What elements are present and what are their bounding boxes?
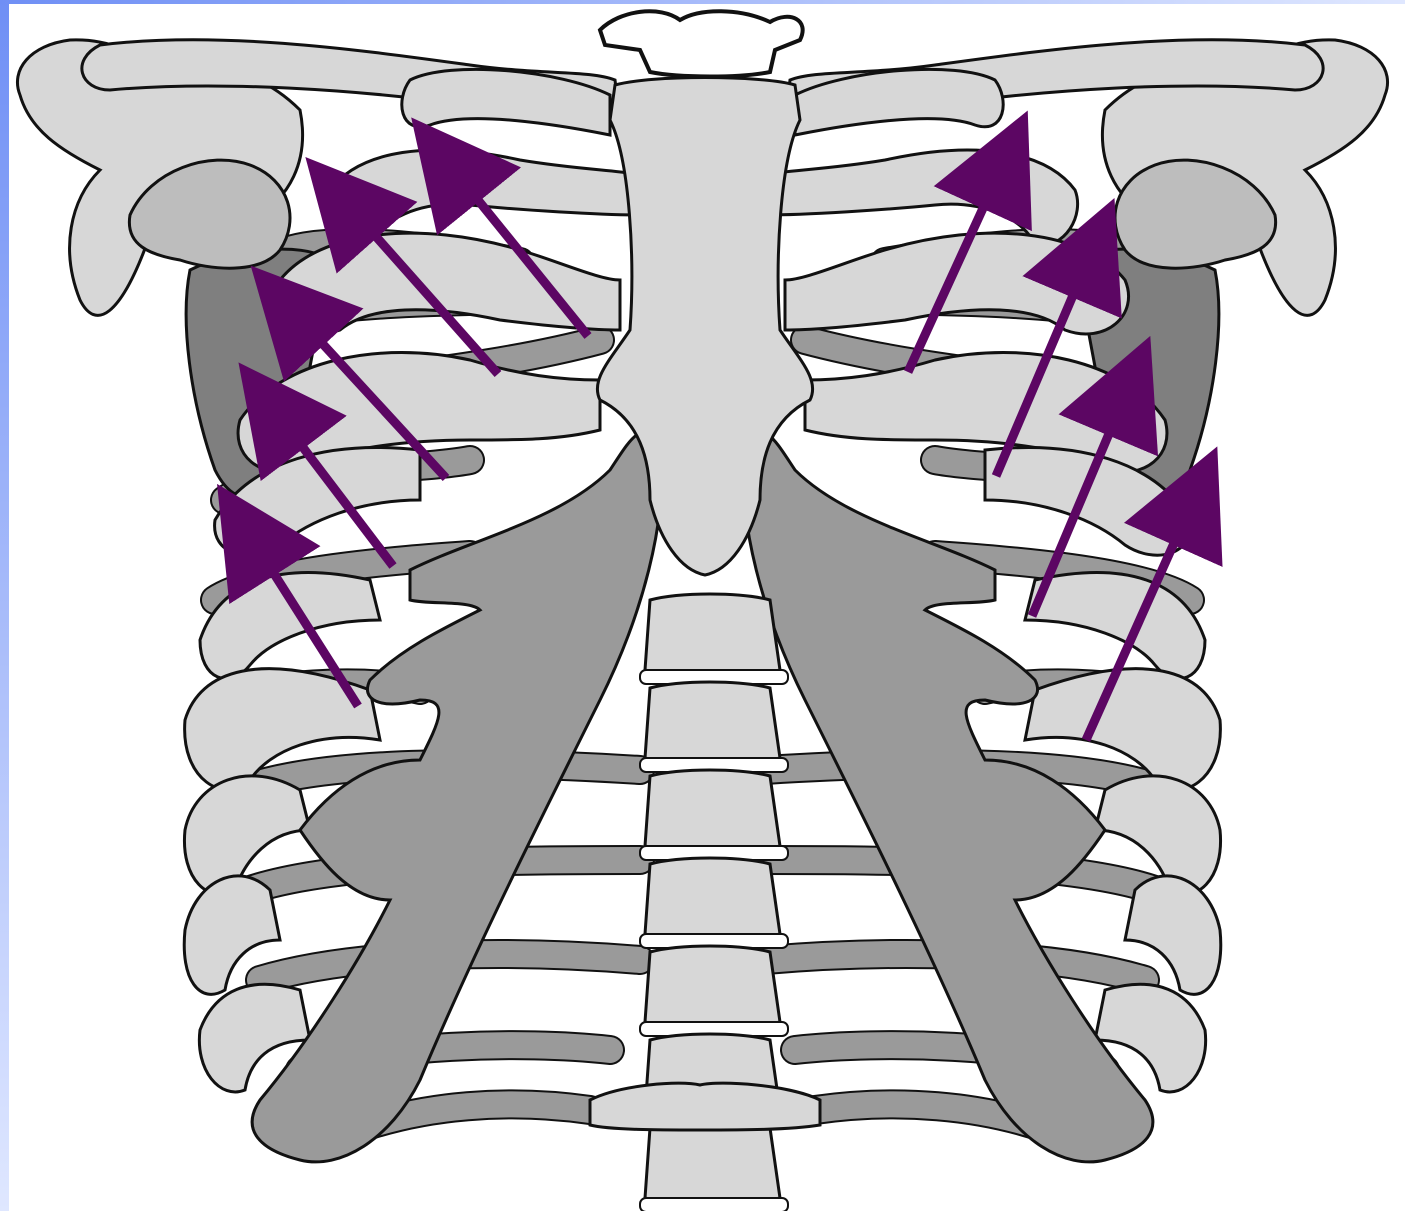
anterior-rib <box>765 150 1078 245</box>
vertebra <box>645 946 780 1030</box>
vertebra <box>645 1122 780 1206</box>
vertebra <box>645 594 780 678</box>
lumbar-process <box>590 1083 820 1130</box>
vertebra-top <box>600 11 803 76</box>
anatomy-layer <box>17 11 1387 1211</box>
vertebra <box>645 858 780 942</box>
intervertebral-disc <box>640 1198 788 1211</box>
vertebra <box>645 770 780 854</box>
vertebra <box>645 682 780 766</box>
